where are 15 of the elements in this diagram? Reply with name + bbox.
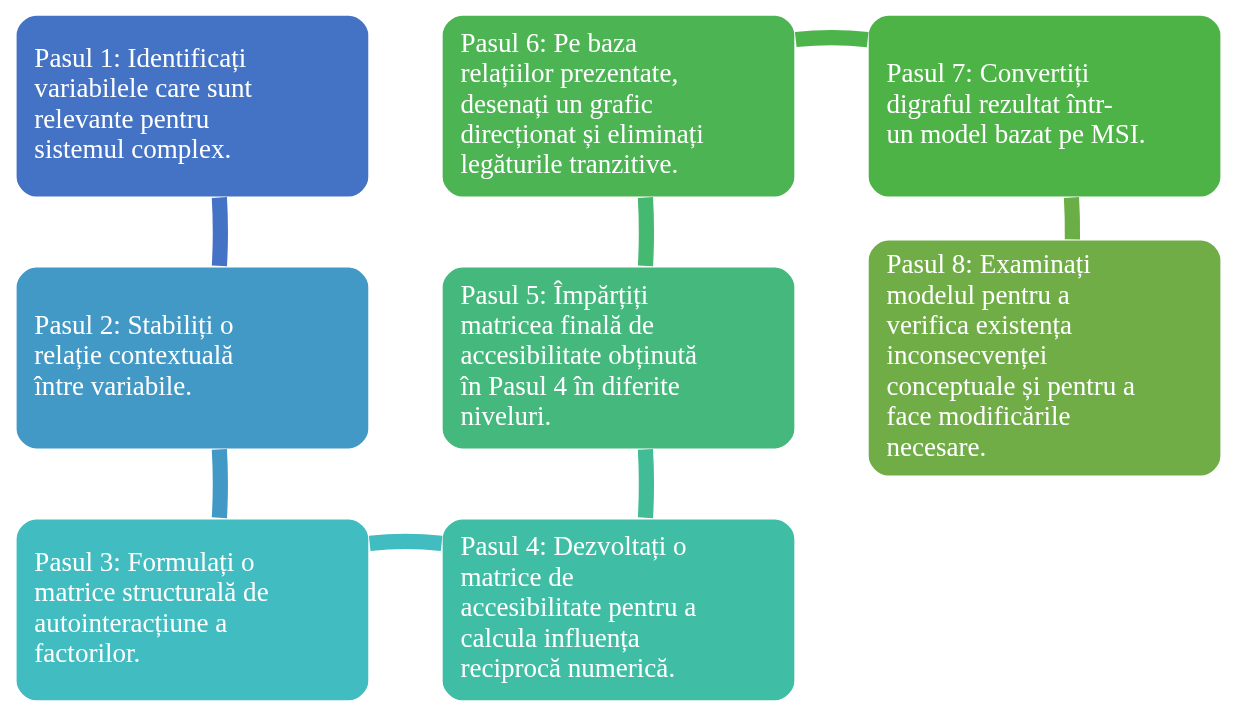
node-box: Pasul 4: Dezvoltați o matrice de accesibilitate pentru a calcula influența reciprocă numerică. bbox=[440, 517, 797, 703]
node-box: Pasul 7: Convertiți digraful rezultat într-un model bazat pe MSI. bbox=[867, 13, 1223, 199]
node-box: Pasul 6: Pe baza relațiilor prezentate, desenați un grafic direcționat și eliminați legăturile tranzitive. bbox=[440, 13, 797, 199]
node-box: Pasul 3: Formulați o matrice structurală de autointeracțiune a factorilor. bbox=[14, 517, 370, 703]
connector bbox=[637, 197, 654, 267]
connector bbox=[368, 533, 443, 551]
connector bbox=[211, 197, 228, 267]
connector bbox=[1063, 197, 1081, 240]
connector bbox=[637, 449, 654, 519]
node-box: Pasul 5: Împărțiți matricea finală de accesibilitate obținută în Pasul 4 în diferite niveluri. bbox=[440, 265, 797, 451]
connector bbox=[795, 30, 869, 48]
node-box: Pasul 2: Stabiliți o relație contextuală între variabile. bbox=[14, 265, 370, 451]
node-box: Pasul 1: Identificați variabilele care sunt relevante pentru sistemul complex. bbox=[14, 13, 370, 199]
node-box: Pasul 8: Examinați modelul pentru a verifica existența inconsecvenței conceptuale și pentru a face modificările necesare. bbox=[867, 238, 1223, 478]
connector bbox=[211, 449, 228, 519]
